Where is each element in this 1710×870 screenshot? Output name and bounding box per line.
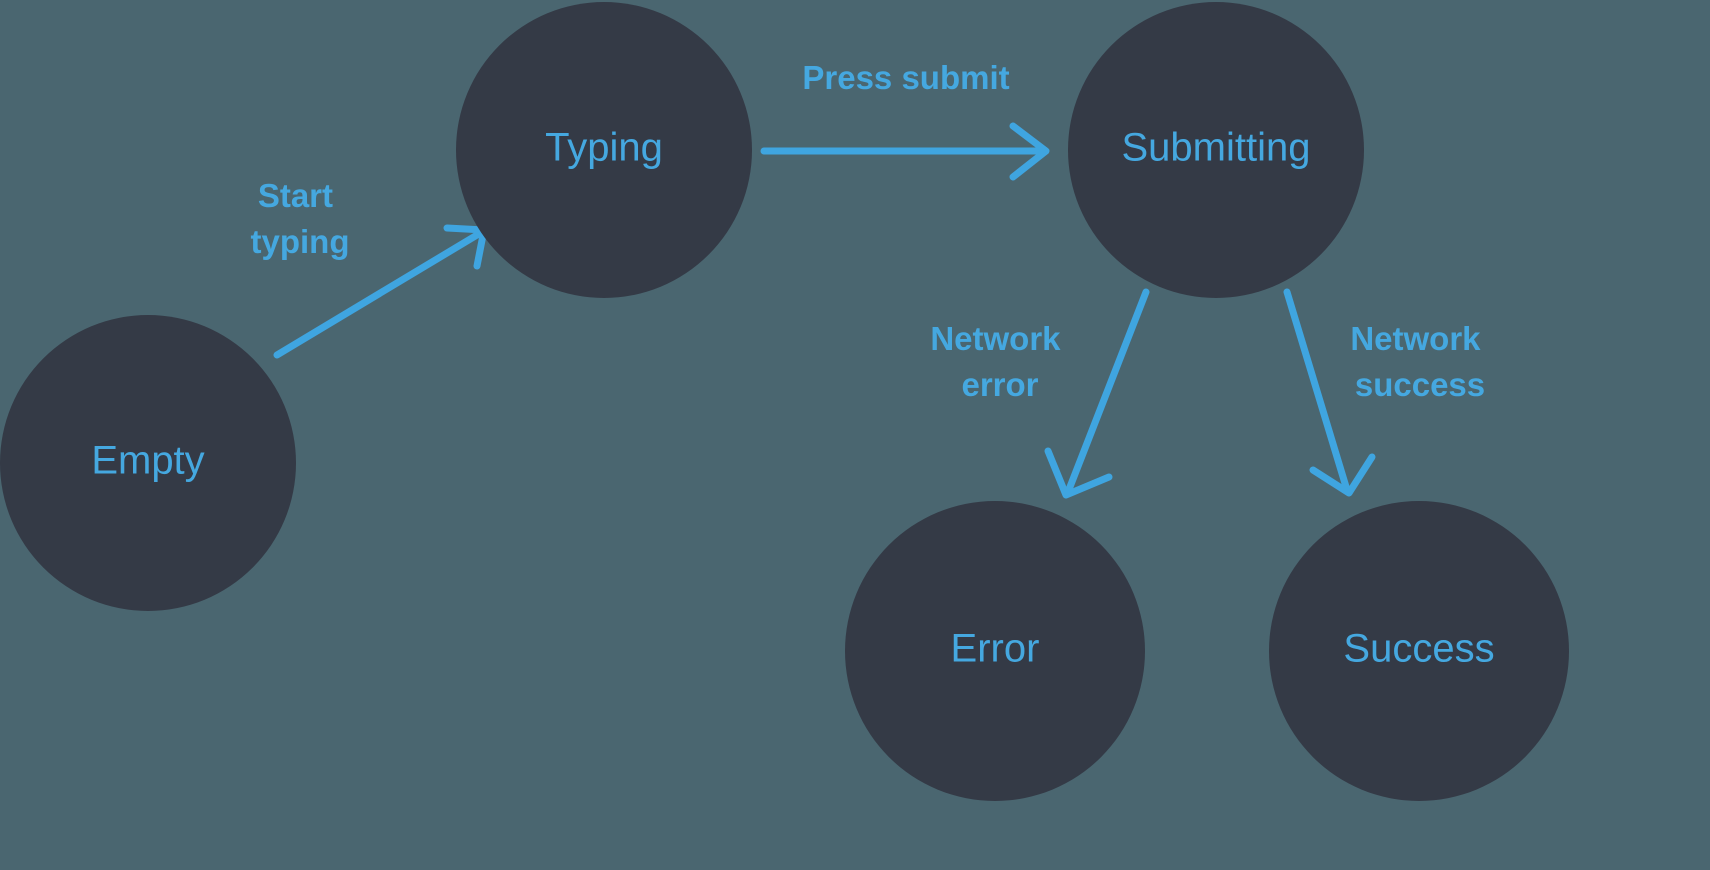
transition-label-network-error: Network error	[930, 320, 1069, 403]
transition-label-line: error	[961, 366, 1038, 403]
transition-start-typing[interactable]: Start typing	[251, 177, 488, 359]
transition-label-line: success	[1355, 366, 1485, 403]
state-label-empty: Empty	[91, 439, 204, 483]
state-label-submitting: Submitting	[1122, 126, 1311, 170]
transition-network-success[interactable]: Network success	[1283, 288, 1490, 497]
state-circle-success	[1269, 501, 1569, 801]
state-circle-error	[845, 501, 1145, 801]
transition-label-line: Press submit	[802, 59, 1009, 96]
transition-label-start-typing: Start typing	[251, 177, 350, 260]
state-circle-empty	[0, 315, 296, 611]
state-label-typing: Typing	[545, 126, 663, 170]
transition-label-line: Network	[1350, 320, 1481, 357]
transition-press-submit[interactable]: Press submit	[760, 59, 1050, 181]
edge-line-network-error	[1064, 288, 1150, 496]
transition-network-error[interactable]: Network error	[930, 288, 1150, 499]
state-node-typing[interactable]: Typing	[456, 2, 752, 298]
arrowhead-network-error	[1044, 447, 1113, 499]
edge-line-network-success	[1283, 288, 1351, 494]
edge-line-start-typing	[273, 228, 486, 359]
state-circle-typing	[456, 2, 752, 298]
transition-label-line: Network	[930, 320, 1061, 357]
transition-label-press-submit: Press submit	[802, 59, 1009, 96]
state-node-submitting[interactable]: Submitting	[1068, 2, 1364, 298]
state-node-success[interactable]: Success	[1269, 501, 1569, 801]
transition-label-line: typing	[251, 223, 350, 260]
state-label-success: Success	[1343, 627, 1494, 671]
state-node-empty[interactable]: Empty	[0, 315, 296, 611]
transition-label-network-success: Network success	[1350, 320, 1489, 403]
state-label-error: Error	[951, 627, 1040, 671]
state-node-error[interactable]: Error	[845, 501, 1145, 801]
state-circle-submitting	[1068, 2, 1364, 298]
arrowhead-network-success	[1309, 453, 1376, 497]
arrowhead-press-submit	[1009, 122, 1050, 181]
transition-label-line: Start	[258, 177, 333, 214]
